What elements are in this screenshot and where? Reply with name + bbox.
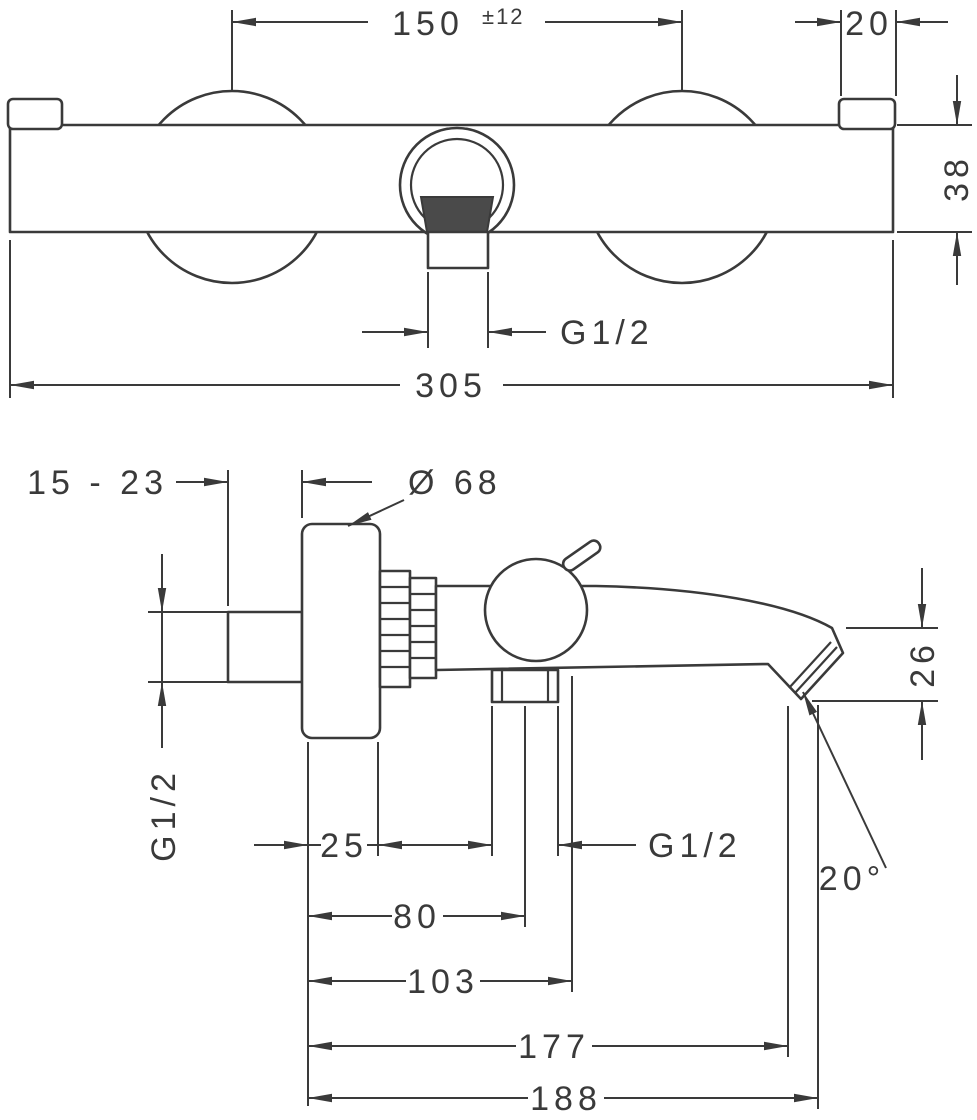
- dim-total-width: 305: [9, 240, 894, 405]
- dim-outlet-center-distance-label: 80: [393, 898, 441, 936]
- dim-spout-reach: 188: [308, 1080, 818, 1118]
- dim-body-height: 38: [897, 75, 976, 285]
- dim-handle-distance: 103: [308, 963, 572, 1001]
- dim-spout-reach-inner-label: 177: [518, 1028, 590, 1066]
- temperature-handle: [483, 557, 589, 663]
- dim-spout-reach-label: 188: [530, 1080, 602, 1118]
- dim-escutcheon-diameter: Ø 68: [347, 464, 502, 527]
- dim-front-outlet-thread: G1/2: [362, 272, 654, 352]
- dim-spout-angle: 20°: [802, 691, 887, 898]
- dim-escutcheon-depth: 25: [254, 827, 378, 865]
- adapter-ring-outer-ribs: [380, 585, 410, 669]
- aerator-line: [794, 646, 838, 694]
- dim-spout-reach-inner: 177: [308, 1028, 788, 1066]
- adapter-ring-outer: [378, 569, 412, 689]
- front-view: 150 ±12 20 38 G1/2: [6, 4, 976, 405]
- dim-body-height-label: 38: [938, 154, 976, 202]
- leader-line: [347, 499, 405, 527]
- knob-grip: [419, 196, 495, 233]
- dim-total-width-label: 305: [415, 367, 487, 405]
- wall-connection: [226, 610, 304, 684]
- dim-front-outlet-thread-label: G1/2: [560, 314, 654, 352]
- dim-center-tolerance-label: ±12: [482, 4, 525, 29]
- dim-outlet-thread-label: G1/2: [648, 827, 742, 865]
- escutcheon-side: [300, 522, 382, 740]
- dim-escutcheon-diameter-label: Ø 68: [408, 464, 502, 502]
- dim-outlet-thread: G1/2: [378, 827, 742, 865]
- dim-inlet-thread: G1/2: [145, 554, 230, 862]
- dim-inlet-thread-label: G1/2: [145, 768, 183, 862]
- dim-spout-angle-label: 20°: [819, 860, 885, 898]
- dim-center-distance-label: 150: [392, 5, 464, 43]
- side-view: 15 - 23 Ø 68 G1/2 26 20°: [27, 464, 942, 1118]
- outlet-pipe: [426, 230, 490, 270]
- dim-handle-distance-label: 103: [407, 963, 479, 1001]
- dim-end-offset-label: 20: [845, 5, 893, 43]
- angle-leader-line: [802, 691, 887, 869]
- dim-outlet-center-distance: 80: [308, 898, 525, 936]
- dim-center-distance: 150 ±12: [231, 4, 683, 92]
- aerator-line: [788, 641, 832, 689]
- dim-spout-drop: 26: [812, 568, 942, 760]
- wall-bracket-right: [837, 97, 897, 131]
- handle-lever: [561, 539, 602, 572]
- dim-spout-drop-label: 26: [904, 640, 942, 688]
- adapter-ring-inner-ribs: [410, 592, 436, 660]
- dim-end-offset: 20: [795, 5, 948, 96]
- dim-wall-depth: 15 - 23: [27, 464, 372, 606]
- dim-escutcheon-depth-label: 25: [320, 827, 368, 865]
- wall-bracket-left: [6, 97, 64, 131]
- dim-wall-depth-label: 15 - 23: [27, 464, 168, 502]
